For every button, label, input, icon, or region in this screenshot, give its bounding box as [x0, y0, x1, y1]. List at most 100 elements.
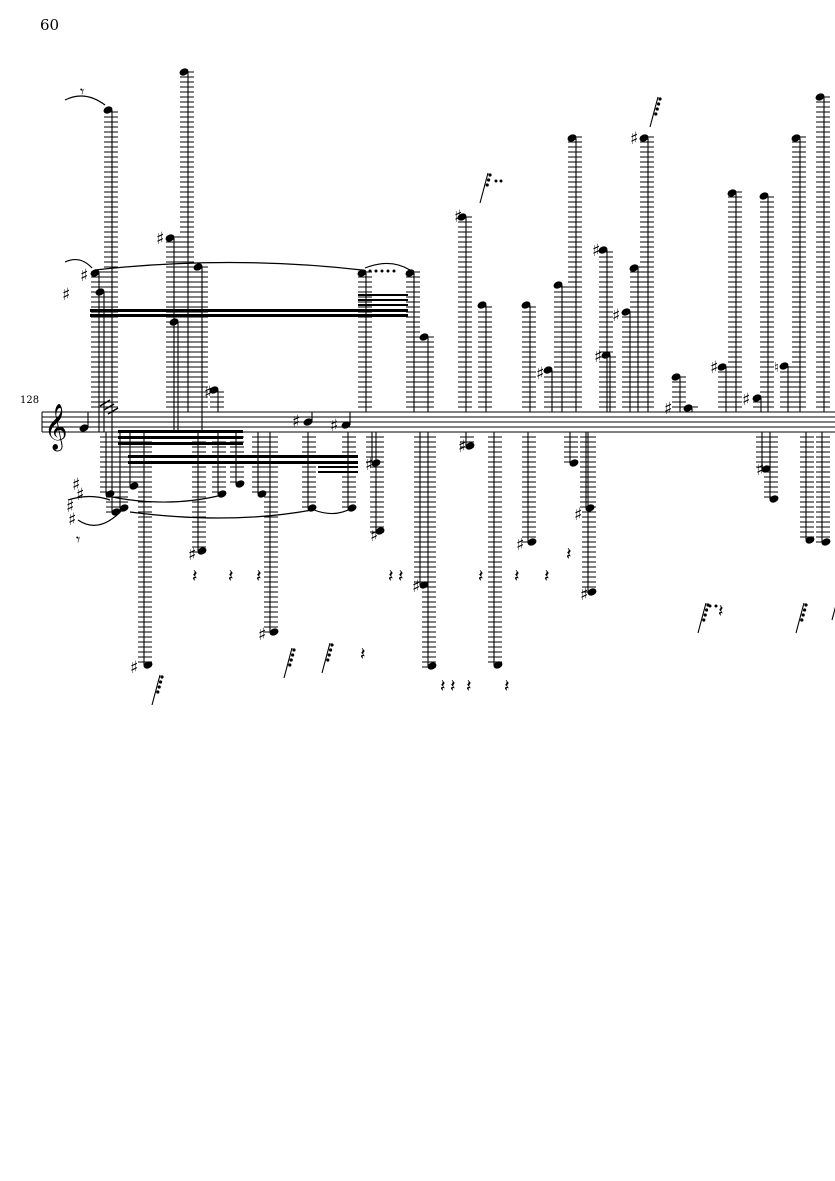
notehead [197, 547, 207, 555]
notehead [169, 318, 179, 326]
tremolo-stroke [107, 407, 119, 415]
treble-clef-icon: 𝄞 [44, 404, 68, 452]
rest-flag-dot [803, 608, 807, 612]
rest-stem [151, 674, 161, 706]
notehead [307, 504, 317, 512]
rest-flag-dot [327, 653, 331, 657]
sharp-icon: ♯ [370, 526, 378, 546]
notehead [527, 538, 537, 546]
natural-icon: ♮ [774, 360, 779, 376]
rest-flag-dot [703, 613, 707, 617]
sharp-icon: ♯ [330, 416, 338, 436]
tie [313, 507, 353, 515]
sharp-icon: ♯ [630, 129, 638, 149]
eighth-rest-icon: 𝄾 [80, 82, 84, 101]
rest-flag-dot [800, 618, 804, 622]
quarter-rest-icon: 𝄽 [718, 601, 724, 622]
quarter-rest-icon: 𝄽 [450, 676, 456, 697]
tie [129, 509, 313, 519]
sharp-icon: ♯ [454, 207, 462, 227]
sharp-icon: ♯ [292, 412, 300, 432]
notehead [493, 661, 503, 669]
sharp-icon: ♯ [72, 475, 80, 495]
ties [64, 95, 411, 526]
rest-flag-dot [702, 618, 706, 622]
notehead [405, 269, 415, 277]
notehead [457, 213, 467, 221]
notehead [193, 263, 203, 271]
rest-flag-dot [291, 653, 295, 657]
notehead [805, 536, 815, 544]
rest-flag-dot [801, 613, 805, 617]
rest-flag-dot [654, 112, 658, 116]
rest-flag-dot [159, 680, 163, 684]
sharp-icon: ♯ [612, 306, 620, 326]
rest-stem [649, 96, 659, 128]
quarter-rest-icon: 𝄽 [566, 544, 572, 565]
quarter-rest-icon: 𝄽 [398, 566, 404, 587]
rest-stem [321, 642, 331, 674]
notehead [303, 418, 313, 426]
rest-flag-dot [655, 107, 659, 111]
notehead [791, 134, 801, 142]
tie [111, 494, 223, 503]
notehead [90, 269, 100, 277]
beam [118, 442, 243, 445]
beam [118, 430, 243, 433]
rest-flag-dot [326, 658, 330, 662]
sharp-icon: ♯ [594, 347, 602, 367]
tie [364, 262, 411, 271]
beam [118, 436, 243, 439]
rest-flag-dot [160, 675, 164, 679]
notehead [639, 134, 649, 142]
beam [318, 466, 358, 468]
sharp-icon: ♯ [156, 229, 164, 249]
sharp-icon: ♯ [742, 390, 750, 410]
notehead [209, 386, 219, 394]
notehead [79, 424, 89, 432]
augmentation-dot [386, 269, 390, 273]
quarter-rest-icon: 𝄽 [504, 676, 510, 697]
quarter-rest-icon: 𝄽 [256, 566, 262, 587]
beam [90, 314, 408, 317]
rest-flag-dot [658, 97, 662, 101]
notehead [217, 490, 227, 498]
quarter-rest-icon: 𝄽 [466, 676, 472, 697]
rest-stem [795, 602, 805, 634]
notehead [375, 527, 385, 535]
notehead [103, 106, 113, 114]
notehead [179, 68, 189, 76]
sharp-icon: ♯ [536, 364, 544, 384]
notehead [95, 288, 105, 296]
notehead [553, 281, 563, 289]
beam [358, 304, 408, 306]
notehead [727, 189, 737, 197]
notehead [427, 662, 437, 670]
rest-flag-dot [330, 643, 334, 647]
notehead [419, 581, 429, 589]
sharp-icon: ♯ [756, 460, 764, 480]
rest-flag-dot [487, 178, 491, 182]
notehead [779, 362, 789, 370]
notehead [815, 93, 825, 101]
beam [318, 471, 358, 473]
sharp-icon: ♯ [458, 437, 466, 457]
beam [358, 294, 408, 296]
accidentals-layer: ♯♯♯♯♯♯♯♯♯♯♯♯♯♯♯♯♯♯♯♯♯♯♯♯♯♯♯♯♯♯♮ [62, 129, 779, 678]
notehead [683, 404, 693, 412]
quarter-rest-icon: 𝄽 [514, 566, 520, 587]
sharp-icon: ♯ [664, 399, 672, 419]
notehead [341, 421, 351, 429]
quarter-rest-icon: 𝄽 [388, 566, 394, 587]
notehead [419, 333, 429, 341]
augmentation-dot [714, 604, 718, 608]
page-number: 60 [40, 16, 60, 34]
rest-flag-dot [488, 173, 492, 177]
quarter-rest-icon: 𝄽 [440, 676, 446, 697]
quarter-rest-icon: 𝄽 [544, 566, 550, 587]
augmentation-dot [499, 179, 503, 183]
rest-stem [283, 647, 293, 679]
rests-layer: 𝄽𝄽𝄽𝄽𝄽𝄽𝄽𝄽𝄽𝄽𝄽𝄽𝄽𝄽𝄽𝄾𝄾 [76, 82, 835, 706]
notehead [821, 538, 831, 546]
